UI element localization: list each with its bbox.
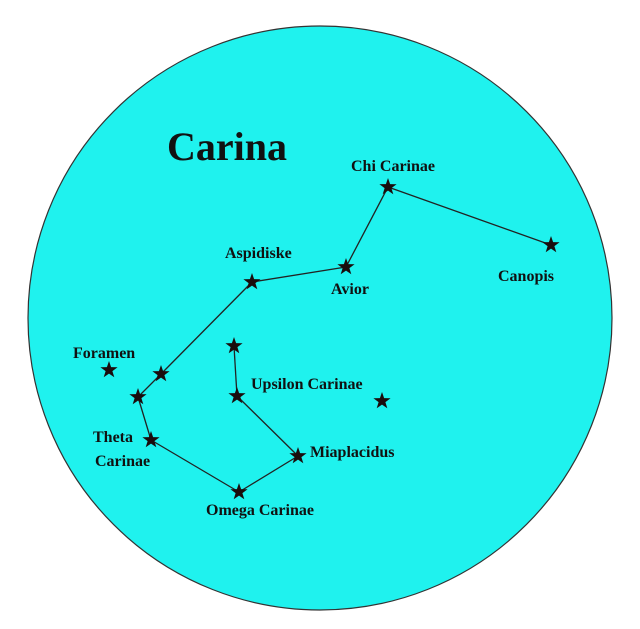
star-icon-s1 <box>152 365 170 382</box>
star-icon-s4 <box>373 392 391 409</box>
label-theta-line2: Carinae <box>95 453 150 470</box>
connection-line-aspidiske-s1 <box>160 281 253 375</box>
star-icon-canopis <box>542 236 560 253</box>
star-icon-omega <box>230 483 248 500</box>
label-theta-line1: Theta <box>93 429 133 446</box>
star-icon-avior <box>337 258 355 275</box>
label-foramen: Foramen <box>73 345 135 362</box>
star-icon-foramen <box>100 361 118 378</box>
star-icon-s2 <box>129 388 147 405</box>
label-chi-carinae: Chi Carinae <box>351 158 435 175</box>
label-aspidiske: Aspidiske <box>225 245 292 262</box>
stars <box>100 178 560 500</box>
star-icon-upsilon <box>228 387 246 404</box>
connection-line-avior-aspidiske <box>251 266 347 283</box>
label-avior: Avior <box>331 281 369 298</box>
label-miaplacidus: Miaplacidus <box>310 444 394 461</box>
constellation-title: Carina <box>167 124 287 169</box>
sky-circle <box>27 25 613 611</box>
star-icon-chi <box>379 178 397 195</box>
connection-line-miaplacidus-upsilon <box>236 395 299 457</box>
connection-line-canopis-chi <box>387 186 552 246</box>
label-canopis: Canopis <box>498 268 554 285</box>
star-icon-theta <box>142 431 160 448</box>
connection-line-upsilon-s3 <box>233 345 238 397</box>
connection-line-s2-theta <box>137 396 152 441</box>
star-icon-s3 <box>225 337 243 354</box>
label-omega-carinae: Omega Carinae <box>206 502 314 519</box>
constellation-lines <box>137 186 552 493</box>
label-upsilon-carinae: Upsilon Carinae <box>251 376 363 393</box>
connection-line-omega-miaplacidus <box>238 455 299 493</box>
star-icon-miaplacidus <box>289 447 307 464</box>
star-icon-aspidiske <box>243 273 261 290</box>
connection-line-theta-omega <box>150 439 240 493</box>
connection-line-chi-avior <box>345 186 389 268</box>
